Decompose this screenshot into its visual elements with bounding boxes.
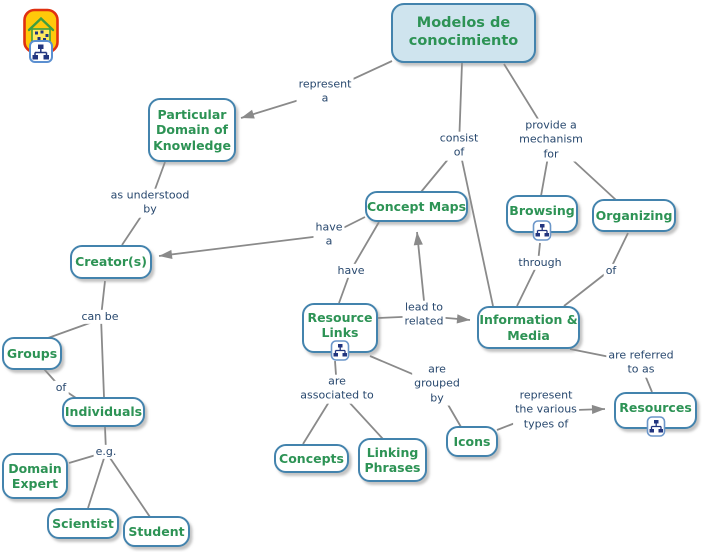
linking-phrase-have[interactable]: have [335, 263, 367, 279]
concept-browsing[interactable]: Browsing [506, 195, 578, 241]
arrowhead-cmaps-havea-creators [159, 249, 173, 259]
arrowhead-lead-cmaps [413, 232, 423, 246]
concept-label-browsing: Browsing [509, 203, 575, 219]
concept-scientist[interactable]: Scientist [47, 508, 119, 539]
arrowhead-resourcelinks-lead-infomedia [456, 314, 470, 324]
concept-resources[interactable]: Resources [614, 392, 697, 437]
resource-list-icon[interactable] [646, 416, 665, 437]
edge-browsing-through-infomedia[interactable] [516, 242, 541, 307]
linking-phrase-have-a[interactable]: have a [313, 220, 345, 250]
linking-phrase-eg[interactable]: e.g. [93, 444, 119, 460]
house-icon [27, 16, 55, 43]
cmap-home-icon[interactable] [21, 8, 61, 64]
concept-domain-expert[interactable]: Domain Expert [2, 453, 68, 499]
concept-label-concept-maps: Concept Maps [366, 198, 467, 214]
concept-label-modelos: Modelos de conocimiento [408, 15, 519, 49]
linking-phrase-can-be[interactable]: can be [79, 309, 121, 325]
concept-label-organizing: Organizing [595, 207, 673, 223]
concept-groups[interactable]: Groups [2, 337, 62, 370]
edge-organizing-of-infomedia[interactable] [563, 232, 629, 307]
concept-creators[interactable]: Creator(s) [70, 245, 152, 279]
concept-concepts[interactable]: Concepts [274, 444, 349, 473]
concept-label-information-media: Information & Media [479, 312, 578, 343]
linking-phrase-represent-a[interactable]: represent a [296, 77, 354, 107]
concept-student[interactable]: Student [123, 516, 190, 547]
linking-phrase-of-groups[interactable]: of [53, 380, 69, 396]
concept-icons[interactable]: Icons [446, 426, 498, 457]
arrowhead-icons-representtypes-resources [591, 404, 605, 415]
concept-label-icons: Icons [453, 433, 491, 449]
concept-label-scientist: Scientist [52, 515, 114, 531]
concept-individuals[interactable]: Individuals [62, 397, 145, 427]
concept-linking-phrases[interactable]: Linking Phrases [358, 438, 427, 482]
arrowhead-modelos-represent [241, 109, 255, 119]
linking-phrase-are-grouped-by[interactable]: are grouped by [412, 362, 462, 406]
linking-phrase-consist-of[interactable]: consist of [437, 131, 481, 161]
concept-information-media[interactable]: Information & Media [477, 306, 580, 349]
resource-list-icon[interactable] [532, 220, 552, 241]
concept-label-particular-domain: Particular Domain of Knowledge [153, 107, 231, 153]
concept-label-individuals: Individuals [64, 404, 143, 420]
linking-phrase-as-understood-by[interactable]: as understood by [108, 188, 192, 218]
linking-phrase-are-associated-to[interactable]: are associated to [298, 374, 376, 404]
concept-label-concepts: Concepts [279, 450, 344, 466]
concept-concept-maps[interactable]: Concept Maps [365, 191, 468, 222]
edge-eg-student[interactable] [105, 451, 151, 518]
concept-organizing[interactable]: Organizing [592, 199, 676, 232]
concept-label-creators: Creator(s) [75, 254, 147, 270]
edge-consist-infomedia[interactable] [458, 145, 494, 307]
linking-phrase-of-through[interactable]: of [603, 263, 619, 279]
concept-resource-links[interactable]: Resource Links [302, 303, 378, 361]
concept-label-student: Student [128, 523, 185, 539]
concept-label-groups: Groups [6, 345, 58, 361]
resource-list-icon [29, 40, 53, 63]
linking-phrase-provide-a-mechanism-for[interactable]: provide a mechanism for [517, 118, 585, 162]
concept-modelos[interactable]: Modelos de conocimiento [391, 3, 536, 63]
linking-phrase-through[interactable]: through [516, 255, 564, 271]
linking-phrase-lead-to-related[interactable]: lead to related [402, 300, 446, 330]
concept-label-resources: Resources [619, 399, 692, 415]
resource-list-icon[interactable] [330, 340, 350, 361]
concept-label-domain-expert: Domain Expert [8, 460, 62, 491]
linking-phrase-represent-the-various-types-of[interactable]: represent the various types of [513, 388, 579, 432]
concept-particular-domain[interactable]: Particular Domain of Knowledge [148, 98, 236, 162]
linking-phrase-are-referred-to-as[interactable]: are referred to as [606, 348, 676, 378]
edge-creators-canbe-individuals[interactable] [100, 280, 106, 398]
edge-modelos-consist[interactable] [420, 62, 463, 193]
edge-cmaps-have-resourcelinks[interactable] [338, 221, 380, 304]
concept-label-linking-phrases: Linking Phrases [364, 444, 421, 475]
concept-label-resource-links: Resource Links [307, 309, 373, 340]
edge-individuals-eg-scientist[interactable] [87, 426, 107, 509]
